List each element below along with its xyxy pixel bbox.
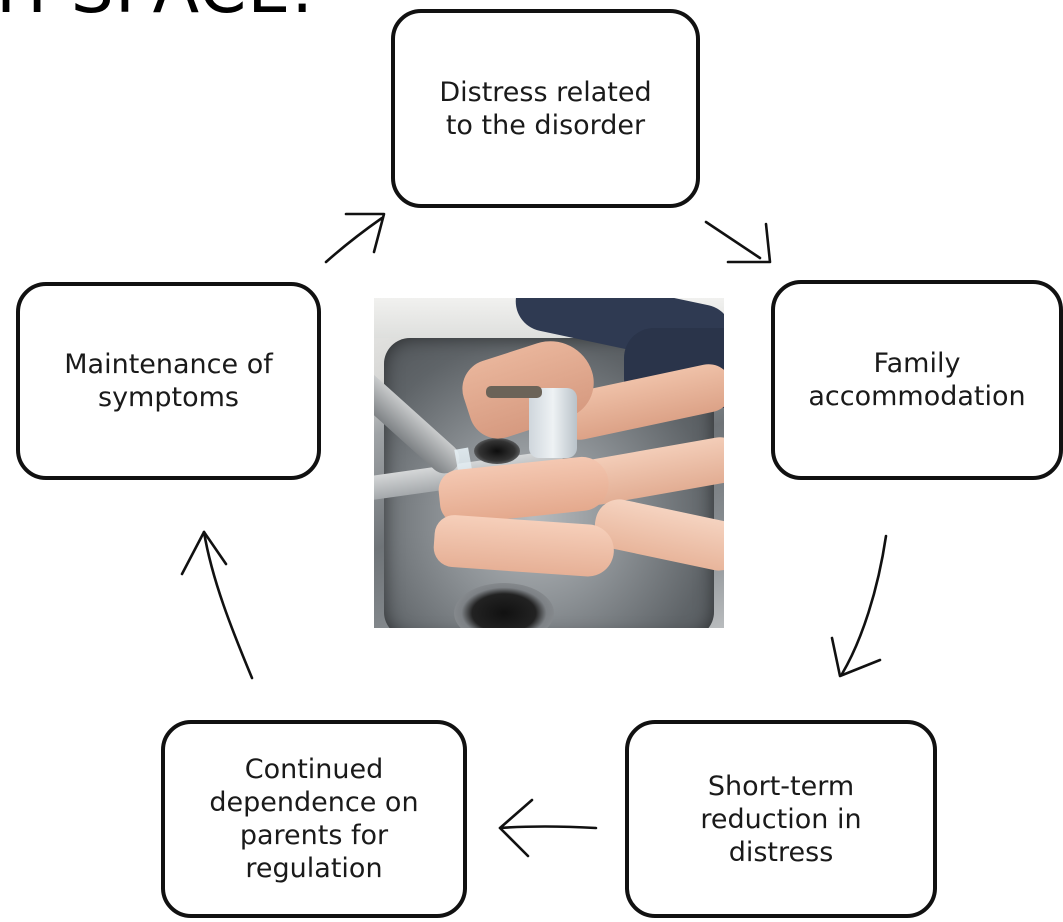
arrow-continued-to-maintenance (180, 530, 254, 680)
node-distress-related-to-disorder: Distress related to the disorder (391, 9, 700, 208)
arrow-distress-to-family (704, 220, 772, 264)
node-family-accommodation: Family accommodation (771, 280, 1063, 480)
hand-washing-photo (374, 298, 724, 628)
node-continued-dependence: Continued dependence on parents for regu… (161, 720, 467, 918)
photo-soap-pump (486, 386, 542, 398)
node-short-term-reduction: Short-term reduction in distress (625, 720, 937, 918)
arrow-family-to-short-term (830, 534, 888, 678)
node-label: Family accommodation (808, 348, 1026, 412)
node-label: Continued dependence on parents for regu… (209, 754, 419, 884)
node-label: Short-term reduction in distress (700, 770, 862, 868)
arrow-maintenance-to-distress (324, 212, 386, 264)
node-label: Distress related to the disorder (439, 76, 652, 141)
photo-drain (454, 583, 554, 628)
photo-soap-bottle (529, 388, 577, 458)
node-maintenance-of-symptoms: Maintenance of symptoms (16, 282, 321, 480)
photo-drain-small (474, 438, 520, 464)
arrow-short-term-to-continued (498, 798, 598, 858)
node-label: Maintenance of symptoms (64, 349, 273, 413)
heading-fragment: H SPACE. (0, 0, 314, 24)
